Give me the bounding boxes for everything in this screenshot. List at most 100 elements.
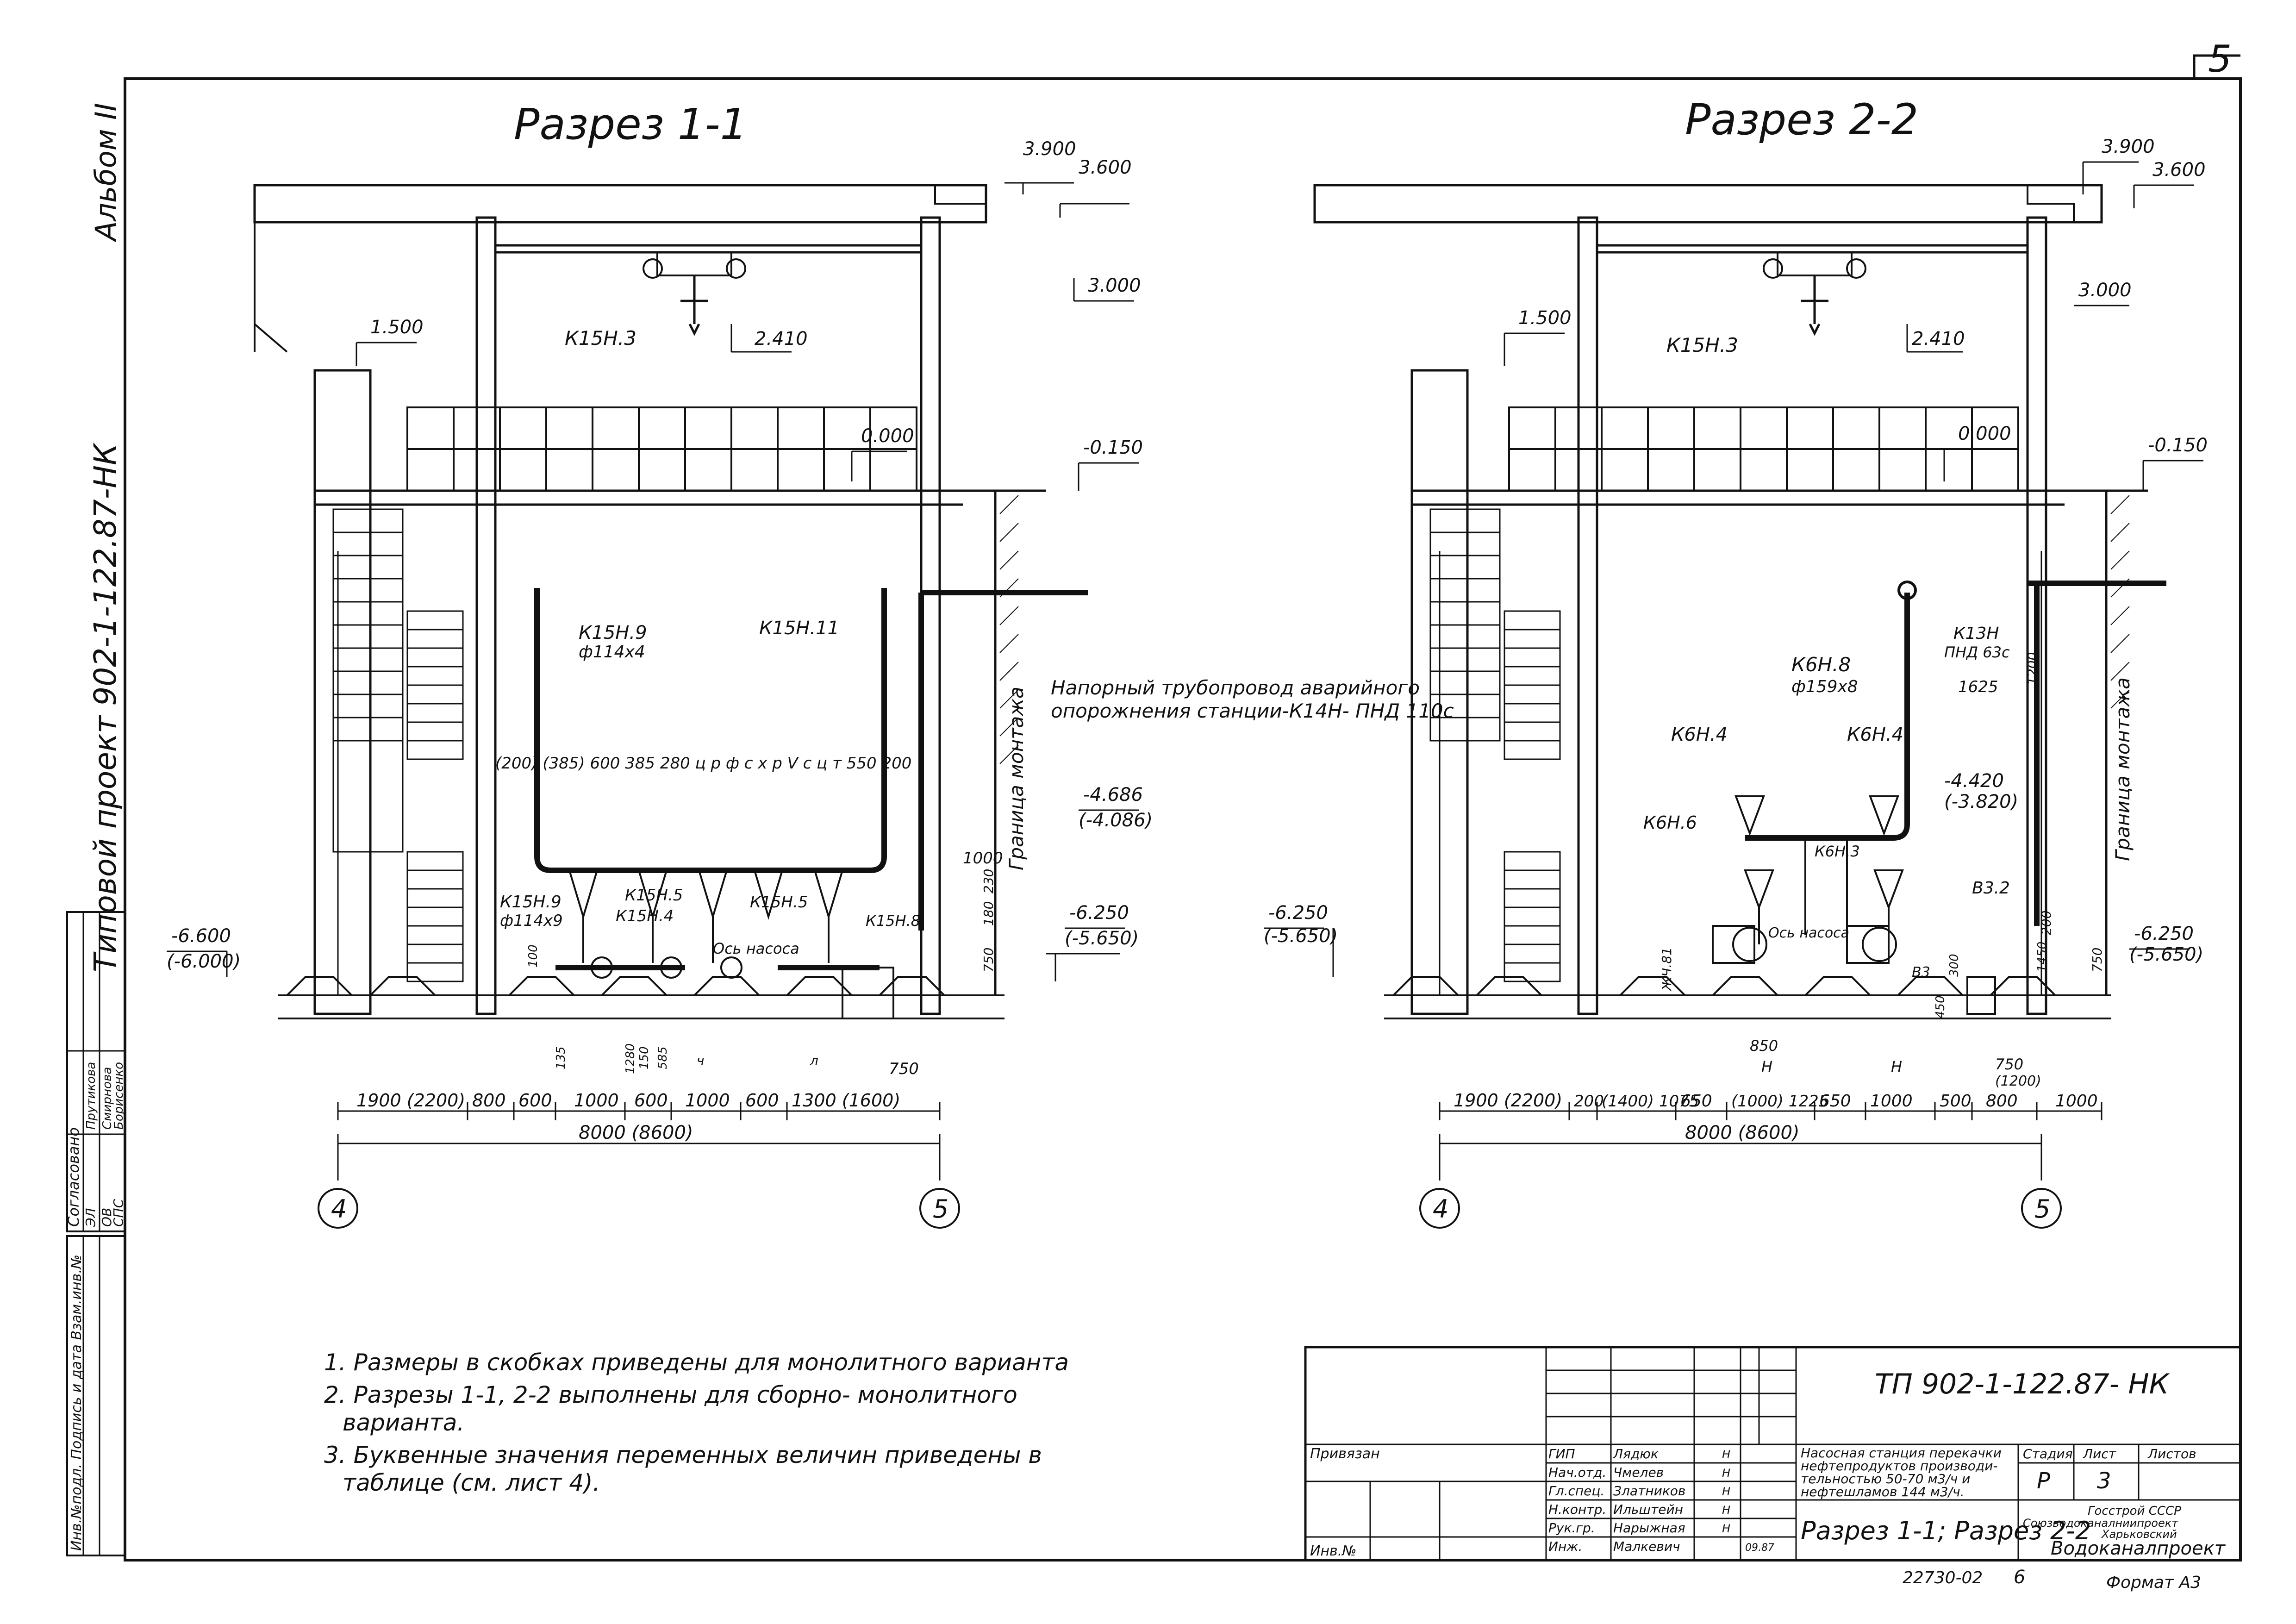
s2-pipe-top [1897, 581, 1917, 600]
s2-small-dims: 1200 200 750 1450 450 300 850 Н Н 750 (1… [1659, 652, 2105, 1089]
staff-note-2: Н [1722, 1485, 1730, 1498]
s1-dim-1000: 1000 [963, 849, 1003, 868]
org-1: Союзводоканалниипроект [2023, 1517, 2178, 1530]
s2-axis-4: 4 [1433, 1194, 1448, 1224]
s2-elevation-marks: 3.900 3.600 3.000 2.410 1.500 0.000 -0.1… [1264, 136, 2208, 977]
s2-crane-beam [1597, 244, 2028, 254]
staff-name-4: Нарыжная [1613, 1520, 1685, 1536]
s1-ground [963, 489, 1046, 995]
s1-elev-1500: 1.500 [370, 317, 424, 338]
s2-hoist [1763, 251, 1866, 336]
s1-label-phi114: ф114х4 [579, 643, 645, 662]
s1-axis-4: 4 [331, 1194, 347, 1224]
project-side-label: Типовой проект 902-1-122.87-НК [87, 442, 123, 972]
s1-dim-750: 750 [981, 948, 996, 972]
staff-note-0: Н [1722, 1448, 1730, 1461]
s1-boundary: Граница монтажа [1005, 687, 1028, 870]
note-3: 3. Буквенные значения переменных величин… [324, 1442, 1042, 1468]
s1-elev-0000: 0.000 [861, 425, 914, 447]
s2-ground [2065, 489, 2148, 995]
project-desc-1: нефтепродуктов производи- [1801, 1458, 1998, 1474]
s1-dim-l: л [810, 1053, 818, 1068]
stamp-dept-ov: ОВ [99, 1208, 114, 1227]
staff-role-3: Н.контр. [1548, 1502, 1606, 1517]
sheet-frame [124, 77, 2242, 1562]
s1-dim-750b: 750 [889, 1060, 919, 1078]
s1-ground-hatch [999, 495, 1019, 764]
s2-valves [1734, 795, 1904, 944]
s2-dim-row-5: 650 [1819, 1092, 1851, 1111]
staff-name-1: Чмелев [1613, 1465, 1664, 1480]
s2-ground-hatch [2110, 495, 2130, 709]
s1-dim-row-3: 1000 [574, 1090, 619, 1111]
s1-elev-3900: 3.900 [1023, 138, 1076, 160]
sheet-value: 3 [2097, 1468, 2111, 1494]
project-desc-3: нефтешламов 144 м3/ч. [1801, 1484, 1965, 1499]
s1-pipe-note: Напорный трубопровод аварийного [1051, 676, 1420, 699]
project-desc-0: Насосная станция перекачки [1801, 1445, 2002, 1461]
s1-elev-2410: 2.410 [755, 328, 808, 350]
s1-dim-135: 135 [554, 1046, 568, 1069]
section-2-2: Разрез 2-2 [1264, 95, 2208, 1229]
s2-elev-6250-right: -6.250 [2134, 923, 2194, 944]
s2-floor-slab [1412, 489, 2065, 506]
s2-elev-6250-left: -6.250 [1268, 902, 1328, 924]
s2-dim-row-1: 200 [1574, 1092, 1604, 1111]
stamp-dept-el: ЭЛ [83, 1208, 98, 1227]
notes: 1. Размеры в скобках приведены для монол… [324, 1349, 1069, 1496]
album-label: Альбом II [89, 103, 123, 243]
staff-name-3: Ильштейн [1613, 1502, 1683, 1517]
s1-elevation-marks: 3.900 3.600 3.000 2.410 1.500 0.000 -0.1… [167, 138, 1153, 981]
section2-title: Разрез 2-2 [1685, 95, 1918, 144]
org-3: Водоканалпроект [2051, 1538, 2226, 1559]
title-inv-no: Инв.№ [1310, 1543, 1356, 1559]
s2-dim-row-9: 1000 [2055, 1092, 2098, 1111]
sheet-number: 5 [2208, 37, 2232, 81]
s2-label-k6n4b: К6Н.4 [1847, 724, 1903, 745]
s1-crane-beam [495, 244, 921, 254]
s1-pipe-note2: опорожнения станции-К14Н- ПНД 110с [1051, 700, 1454, 722]
s2-dim-row-6: 1000 [1870, 1092, 1913, 1111]
staff-note-1: Н [1722, 1467, 1730, 1480]
s1-window-grid [406, 406, 917, 492]
s2-elev-3900: 3.900 [2102, 136, 2155, 157]
section1-title: Разрез 1-1 [514, 100, 747, 149]
s1-elev-6600: -6.600 [171, 925, 231, 947]
s1-axis-markers: 4 5 [318, 551, 960, 1229]
s2-elev-3600: 3.600 [2152, 159, 2206, 181]
s2-dim-h2: Н [1891, 1058, 1902, 1075]
s1-label-k15n4: К15Н.4 [616, 907, 674, 925]
title-privyazan: Привязан [1310, 1446, 1380, 1462]
stamp-name-2: Борисенко [112, 1062, 126, 1130]
org-0: Госстрой СССР [2088, 1504, 2181, 1518]
s1-dim-row-7: 1300 (1600) [792, 1090, 900, 1111]
s2-label-pump-axis: Ось насоса [1768, 925, 1849, 941]
org-2: Харьковский [2101, 1528, 2177, 1541]
note-3-cont: таблице (см. лист 4). [343, 1469, 600, 1496]
s1-roof-left [254, 185, 288, 353]
s2-label-k6n6: К6Н.6 [1643, 812, 1697, 833]
s2-dim-1200: 1200 [2025, 652, 2040, 685]
s2-label-v32: В3.2 [1972, 879, 2010, 898]
title-sheet-name: Разрез 1-1; Разрез 2-2 [1801, 1516, 2091, 1545]
s2-label-k6n4a: К6Н.4 [1671, 724, 1728, 745]
s1-letters: (200) (385) 600 385 280 ц р ф с х р V с … [495, 754, 911, 773]
s1-dim-150: 150 [637, 1046, 651, 1069]
s1-dim-100: 100 [526, 944, 540, 968]
s2-dim-850: 850 [1750, 1037, 1778, 1055]
s1-dim-row-4: 600 [634, 1090, 668, 1111]
s2-boundary: Граница монтажа [2111, 677, 2134, 861]
left-stamp: Согласовано ЭЛ Прутикова ОВ Смирнова СПС… [65, 911, 126, 1556]
s1-dim-585: 585 [656, 1046, 670, 1069]
staff-name-0: Лядюк [1613, 1446, 1659, 1462]
s2-label-k6n8: К6Н.8 [1791, 653, 1851, 676]
s2-pipe-labels: К15Н.3 К13Н ПНД 63с К6Н.8 ф159х8 1625 К6… [1643, 334, 2134, 981]
s1-dim-row-2: 600 [518, 1090, 552, 1111]
s1-dim-ch: ч [697, 1053, 705, 1068]
s1-dim-total: 8000 (8600) [579, 1122, 693, 1143]
s2-window-grid [1508, 406, 2019, 492]
s2-foundation [1384, 976, 2111, 1019]
s2-elev-0150: -0.150 [2148, 435, 2208, 456]
sheet-number-tab [2193, 54, 2240, 79]
